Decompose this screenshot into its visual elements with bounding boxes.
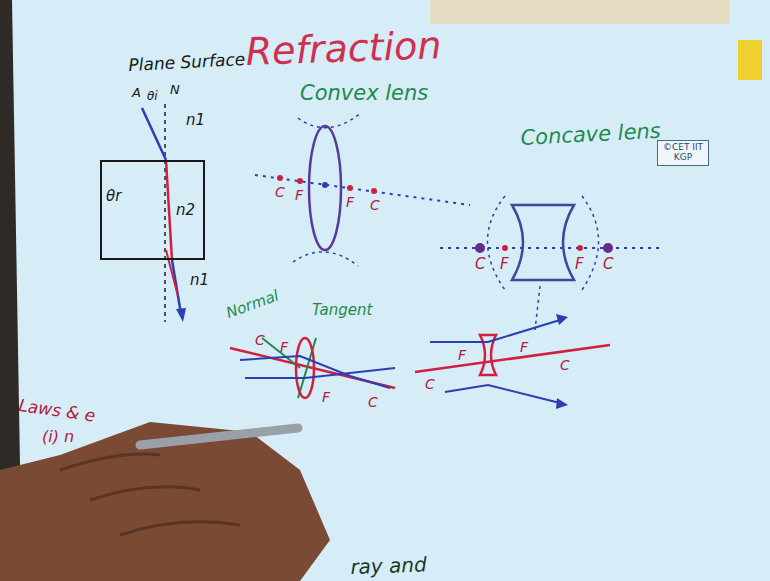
point-label: F bbox=[295, 188, 303, 203]
point-label: F bbox=[520, 340, 528, 355]
arrowhead bbox=[556, 398, 568, 409]
focus-dot bbox=[502, 245, 508, 251]
index-label: n1 bbox=[186, 112, 205, 129]
centre-dot bbox=[603, 243, 613, 253]
point-label: F bbox=[575, 256, 584, 273]
point-label: C bbox=[425, 377, 435, 392]
title-text: Refraction bbox=[245, 25, 442, 74]
lens-heading: Concave lens bbox=[520, 120, 661, 150]
concave-lens bbox=[512, 205, 574, 280]
point-label: F bbox=[280, 340, 288, 355]
principal-axis bbox=[440, 247, 662, 249]
arrowhead bbox=[556, 314, 568, 325]
convex-lens bbox=[296, 338, 314, 398]
point-label: C bbox=[603, 256, 613, 273]
normal-line bbox=[164, 104, 166, 322]
point-label: F bbox=[322, 390, 330, 405]
centre-dot bbox=[277, 175, 283, 181]
centre-dot bbox=[371, 188, 377, 194]
axis-line bbox=[415, 345, 610, 372]
refracted-ray bbox=[166, 160, 172, 260]
curvature-arc bbox=[298, 112, 362, 128]
logo-badge: ©CET IIT KGP bbox=[657, 140, 709, 166]
light-ray bbox=[245, 368, 395, 378]
note-text: Laws & e bbox=[17, 396, 96, 425]
light-ray bbox=[445, 385, 560, 403]
angle-label: θi bbox=[147, 90, 158, 103]
ruler-strip bbox=[430, 0, 730, 24]
arrowhead bbox=[176, 308, 186, 322]
note-text: ray and bbox=[350, 553, 427, 578]
node-text: ©CET IIT KGP bbox=[661, 143, 705, 163]
centre-dot bbox=[475, 243, 485, 253]
point-label: C bbox=[255, 333, 265, 348]
note-text: (i) n bbox=[42, 428, 74, 446]
point-label: C bbox=[275, 185, 285, 200]
normal-label: N bbox=[170, 83, 180, 97]
incident-ray bbox=[142, 108, 166, 160]
focus-dot bbox=[577, 245, 583, 251]
focus-dot bbox=[297, 178, 303, 184]
point-label: C bbox=[475, 256, 485, 273]
sticky-tab bbox=[738, 40, 762, 80]
red-mark bbox=[166, 250, 178, 296]
pen bbox=[140, 428, 298, 445]
curvature-arc bbox=[488, 196, 506, 290]
optical-centre bbox=[322, 182, 328, 188]
finger-crease bbox=[60, 454, 240, 535]
note-text: Tangent bbox=[312, 302, 372, 319]
point-label: F bbox=[500, 256, 509, 273]
glass-slab: θr n2 bbox=[100, 160, 205, 260]
lens-heading: Convex lens bbox=[300, 82, 428, 105]
point-label: F bbox=[346, 195, 354, 210]
point-label: A bbox=[132, 86, 141, 100]
focus-dot bbox=[347, 185, 353, 191]
point-label: C bbox=[560, 358, 570, 373]
convex-lens bbox=[309, 126, 341, 250]
normal-line bbox=[262, 338, 300, 368]
principal-axis bbox=[255, 175, 470, 205]
hand bbox=[0, 422, 330, 581]
curvature-arc bbox=[582, 196, 599, 290]
curvature-arc bbox=[293, 252, 358, 266]
node-text: n2 bbox=[176, 202, 195, 219]
node-text: θr bbox=[106, 188, 121, 205]
guide-line bbox=[535, 286, 540, 330]
heading-text: Plane Surface bbox=[128, 50, 246, 75]
index-label: n1 bbox=[190, 272, 209, 289]
note-text: Normal bbox=[224, 287, 281, 321]
point-label: C bbox=[370, 198, 380, 213]
light-ray bbox=[430, 320, 560, 342]
point-label: F bbox=[458, 348, 466, 363]
point-label: C bbox=[368, 395, 378, 410]
